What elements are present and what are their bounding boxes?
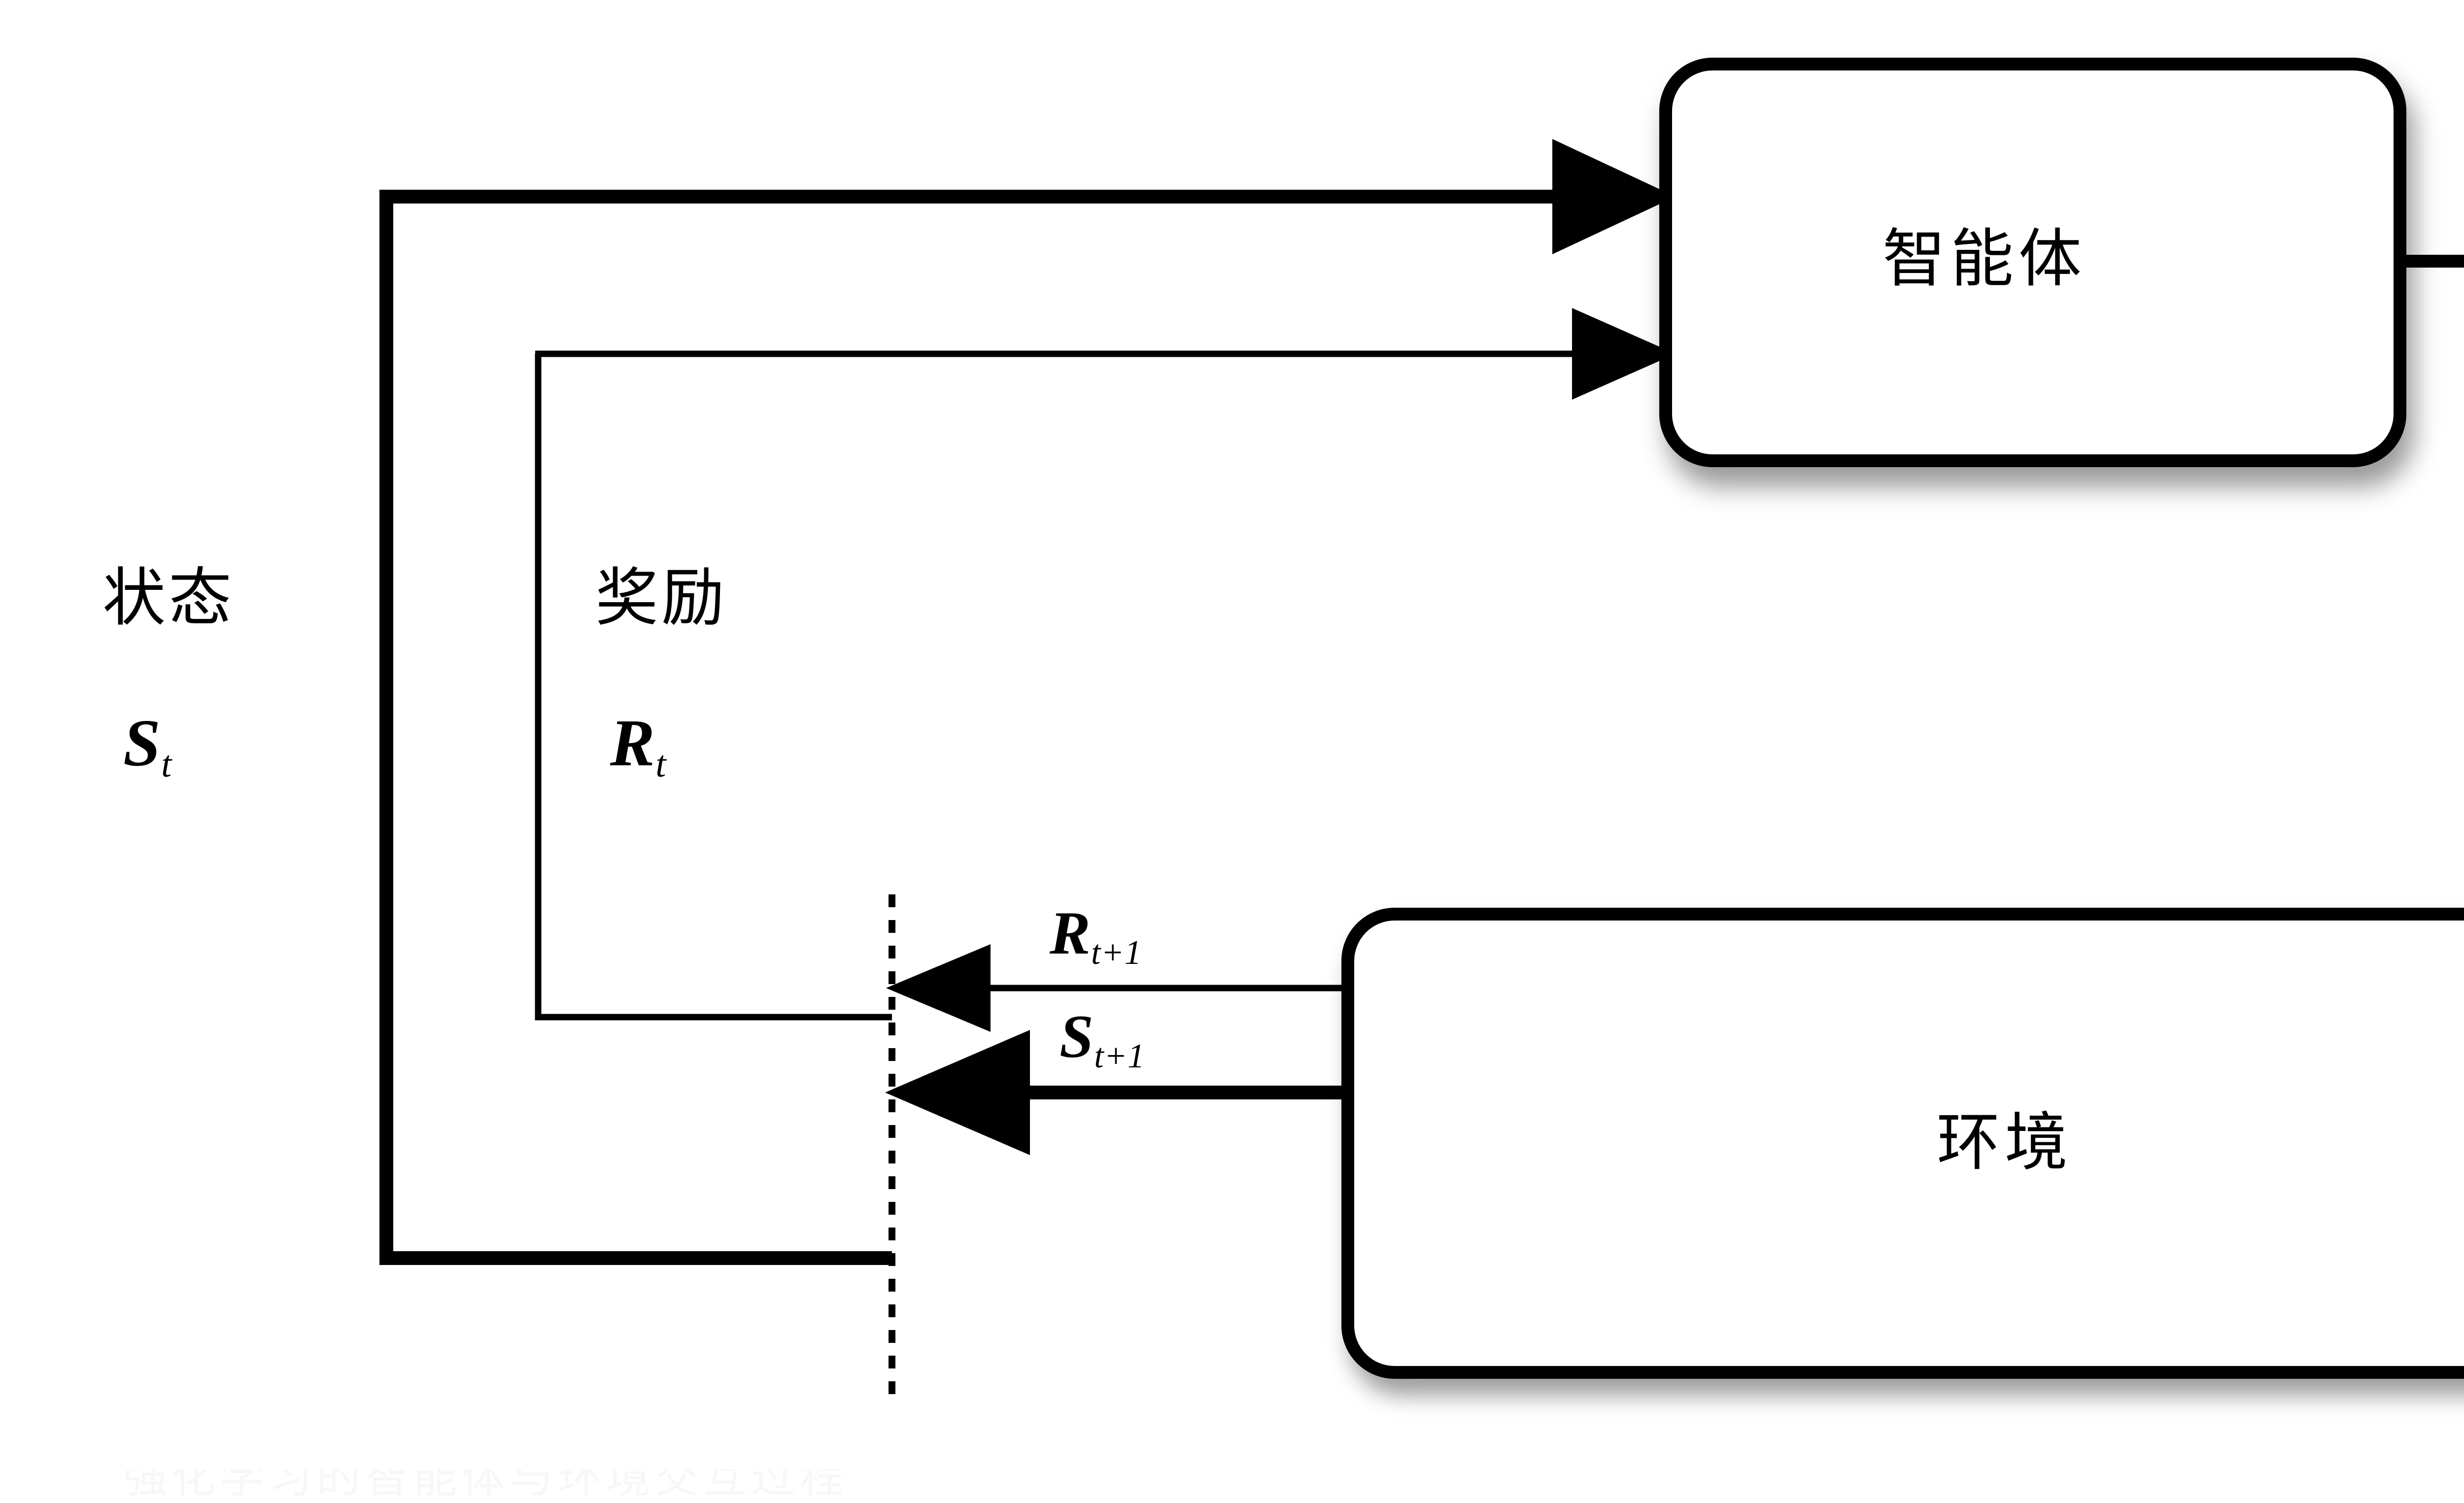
reward-next-arrow [886, 944, 1348, 1032]
reward-next-arrowhead [886, 944, 991, 1032]
state-symbol-subscript: t [161, 743, 172, 785]
state-label-word: 状态 [103, 561, 235, 635]
state-next-symbol-base: S [1060, 1003, 1094, 1070]
state-next-symbol-subscript: t+1 [1094, 1037, 1145, 1075]
state-next-symbol: St+1 [1060, 1003, 1145, 1074]
state-arrowhead [1552, 139, 1676, 254]
agent-box-label: 智能体 [1882, 222, 2087, 296]
agent-box[interactable] [1659, 58, 2406, 467]
reward-symbol: Rt [610, 710, 666, 783]
reward-symbol-base: R [610, 706, 655, 780]
reward-symbol-subscript: t [655, 743, 667, 785]
state-next-arrowhead [885, 1030, 1030, 1155]
reward-arrowhead [1572, 308, 1676, 400]
reward-next-symbol-base: R [1050, 899, 1091, 967]
reward-label-word: 奖励 [595, 561, 728, 635]
state-symbol-base: S [123, 706, 161, 780]
figure-caption-strip: 强化学习的智能体与环境交互过程 [123, 1469, 1676, 1503]
figure-caption: 强化学习的智能体与环境交互过程 [123, 1469, 848, 1503]
reward-next-symbol: Rt+1 [1050, 903, 1141, 970]
reward-next-symbol-subscript: t+1 [1091, 933, 1142, 972]
state-feedback-path [379, 139, 1676, 1265]
state-symbol: St [123, 710, 171, 783]
state-next-arrow [885, 1030, 1348, 1155]
environment-box-label: 环境 [1937, 1106, 2073, 1179]
reward-feedback-path [535, 308, 1676, 1021]
environment-box[interactable] [1341, 908, 2464, 1379]
